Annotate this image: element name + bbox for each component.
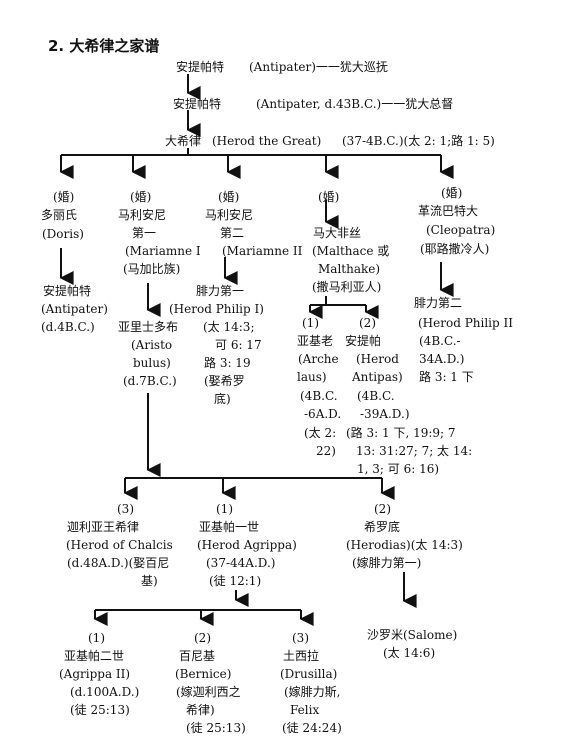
drusilla-num: (3) (292, 631, 309, 645)
agrippa2-line: (d.100A.D.) (70, 685, 140, 699)
antipas-line: (Herod (356, 352, 399, 366)
antipas-line: -39A.D.) (360, 407, 410, 421)
aristobulus-line: (Aristo (131, 338, 173, 352)
archelaus-num: (1) (302, 316, 319, 330)
wife-malthace-tag: (婚) (318, 190, 340, 204)
archelaus-line: -6A.D. (304, 407, 342, 421)
agrippa1-line: (37-44A.D.) (206, 556, 276, 570)
bernice-line: (徒 25:13) (186, 721, 246, 735)
wife-doris-line: (Doris) (42, 227, 84, 241)
drusilla-line: (Drusilla) (280, 667, 338, 681)
chalcis-num: (3) (117, 502, 134, 516)
herodias-line: 希罗底 (364, 520, 401, 534)
antipas-line: 13: 31:27; 7; 太 14: (356, 444, 473, 458)
wife-mariamne1-line: 马利安尼 (118, 208, 167, 222)
bernice-line: 百尼基 (179, 649, 216, 663)
archelaus-line: 亚基老 (297, 334, 334, 348)
drusilla-line: Felix (290, 703, 320, 717)
salome-line: (太 14:6) (383, 646, 436, 660)
wife-doris-tag: (婚) (53, 190, 75, 204)
chalcis-line: (Herod of Chalcis (66, 538, 173, 552)
antipas-line: (路 3: 1 下, 19:9; 7 (346, 426, 456, 440)
antipas-line: 1, 3; 可 6: 16) (357, 462, 440, 476)
antipas-num: (2) (359, 316, 376, 330)
archelaus-line: (Arche (298, 352, 339, 366)
archelaus-line: laus) (297, 370, 327, 384)
wife-mariamne2-line: (Mariamne II (222, 244, 303, 258)
chalcis-line: 迦利亚王希律 (67, 520, 140, 534)
philip2-line: (4B.C.- (419, 334, 461, 348)
wife-cleopatra-line: (耶路撒冷人) (420, 242, 490, 256)
wife-cleopatra-line: (Cleopatra) (426, 223, 496, 237)
agrippa2-line: 亚基帕二世 (64, 649, 125, 663)
wife-mariamne1-line: 第一 (132, 226, 157, 240)
herodias-line: (嫁腓力第一) (352, 556, 422, 570)
gen2-detail: (Antipater, d.43B.C.)一一犹大总督 (256, 97, 454, 111)
philip1-line: 路 3: 19 (204, 356, 251, 370)
drusilla-line: 土西拉 (283, 649, 320, 663)
bernice-num: (2) (194, 631, 211, 645)
antipas-line: 安提帕 (345, 334, 382, 348)
herodias-line: (Herodias)(太 14:3) (346, 538, 463, 552)
archelaus-line: (4B.C. (300, 389, 338, 403)
philip2-line: 34A.D.) (419, 352, 465, 366)
gen2-name: 安提帕特 (173, 97, 222, 111)
philip1-line: 底) (214, 392, 231, 406)
agrippa1-line: 亚基帕一世 (199, 520, 260, 534)
salome-line: 沙罗米(Salome) (367, 628, 458, 642)
agrippa1-num: (1) (216, 502, 233, 516)
agrippa1-line: (徒 12:1) (209, 574, 262, 588)
antipater3-line: (d.4B.C.) (41, 320, 95, 334)
gen1-detail: (Antipater)一一犹大巡抚 (249, 60, 388, 74)
philip2-line: 腓力第二 (414, 296, 463, 310)
page-title: 2. 大希律之家谱 (48, 37, 160, 55)
agrippa1-line: (Herod Agrippa) (197, 538, 297, 552)
wife-malthace-line: Malthake) (318, 262, 381, 276)
philip1-line: 可 6: 17 (215, 338, 262, 352)
antipas-line: Antipas) (352, 370, 403, 384)
wife-mariamne1-tag: (婚) (130, 190, 152, 204)
agrippa2-num: (1) (88, 631, 105, 645)
wife-malthace-line: (Malthace 或 (312, 244, 390, 258)
wife-mariamne1-line: (马加比族) (123, 262, 181, 276)
agrippa2-line: (徒 25:13) (70, 703, 130, 717)
philip1-line: 腓力第一 (196, 284, 245, 298)
herod-name: 大希律 (165, 134, 202, 148)
wife-cleopatra-tag: (婚) (441, 186, 463, 200)
bernice-line: (嫁迦利西之 (176, 685, 241, 699)
archelaus-line: (太 2: (304, 426, 337, 440)
wife-cleopatra-line: 革流巴特大 (418, 204, 479, 218)
antipater3-line: 安提帕特 (43, 284, 92, 298)
wife-malthace-line: (撒马利亚人) (312, 280, 382, 294)
herod-dates: (37-4B.C.)(太 2: 1;路 1: 5) (342, 134, 495, 148)
wife-mariamne2-line: 马利安尼 (205, 208, 254, 222)
agrippa2-line: (Agrippa II) (59, 667, 131, 681)
philip1-line: (太 14:3; (203, 320, 255, 334)
chalcis-line: (d.48A.D.)(娶百尼 (67, 556, 170, 570)
philip1-line: (娶希罗 (204, 374, 245, 388)
aristobulus-line: 亚里士多布 (118, 320, 179, 334)
herod-english: (Herod the Great) (212, 134, 322, 148)
philip2-line: 路 3: 1 下 (419, 370, 474, 384)
wife-doris-line: 多丽氏 (41, 208, 78, 222)
antipas-line: (4B.C. (357, 389, 395, 403)
wife-mariamne2-tag: (婚) (218, 190, 240, 204)
drusilla-line: (徒 24:24) (282, 721, 342, 735)
wife-mariamne1-line: (Mariamne I (125, 244, 201, 258)
aristobulus-line: bulus) (133, 356, 171, 370)
drusilla-line: (嫁腓力斯, (284, 685, 341, 699)
bernice-line: (Bernice) (175, 667, 232, 681)
philip2-line: (Herod Philip II (418, 316, 513, 330)
chalcis-line: 基) (141, 574, 158, 588)
gen1-name: 安提帕特 (176, 60, 225, 74)
bernice-line: 希律) (186, 703, 215, 717)
wife-malthace-line: 马大非丝 (313, 226, 362, 240)
philip1-line: (Herod Philip I) (169, 302, 264, 316)
antipater3-line: (Antipater) (41, 302, 108, 316)
wife-mariamne2-line: 第二 (220, 226, 245, 240)
aristobulus-line: (d.7B.C.) (123, 374, 177, 388)
herodias-num: (2) (374, 502, 391, 516)
archelaus-line: 22) (316, 444, 336, 458)
